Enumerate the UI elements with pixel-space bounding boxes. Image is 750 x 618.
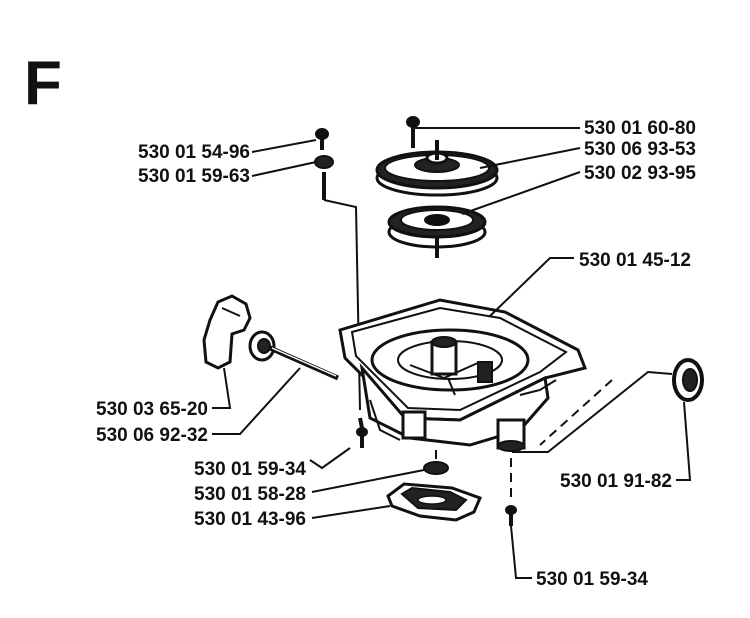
leader-lines [212, 127, 692, 579]
label-grommet: 530 01 91-82 [560, 471, 672, 492]
pulley-drawing [375, 140, 499, 197]
label-rope: 530 06 92-32 [96, 425, 208, 446]
label-screw-top: 530 01 60-80 [584, 118, 696, 139]
label-housing: 530 01 45-12 [579, 250, 691, 271]
bottom-right-screw-drawing [505, 505, 517, 526]
housing-drawing [338, 298, 588, 452]
label-washer-left: 530 01 59-63 [138, 166, 250, 187]
label-screw-bottom-left: 530 01 59-34 [194, 459, 306, 480]
label-cover-plate: 530 01 43-96 [194, 509, 306, 530]
label-spring-cassette: 530 02 93-95 [584, 163, 696, 184]
grommet-drawing [672, 358, 704, 402]
label-screw-left: 530 01 54-96 [138, 142, 250, 163]
label-handle: 530 03 65-20 [96, 399, 208, 420]
cover-plate-drawing [386, 482, 483, 522]
section-letter: F [24, 49, 62, 118]
label-pulley: 530 06 93-53 [584, 139, 696, 160]
bottom-left-screw-drawing [356, 417, 368, 448]
bottom-washer-drawing [423, 461, 449, 475]
handle-drawing [202, 294, 340, 381]
spring-cassette-drawing [387, 205, 487, 258]
label-washer-bottom: 530 01 58-28 [194, 484, 306, 505]
label-screw-bottom-right: 530 01 59-34 [536, 569, 648, 590]
top-screw-drawing [406, 116, 420, 148]
